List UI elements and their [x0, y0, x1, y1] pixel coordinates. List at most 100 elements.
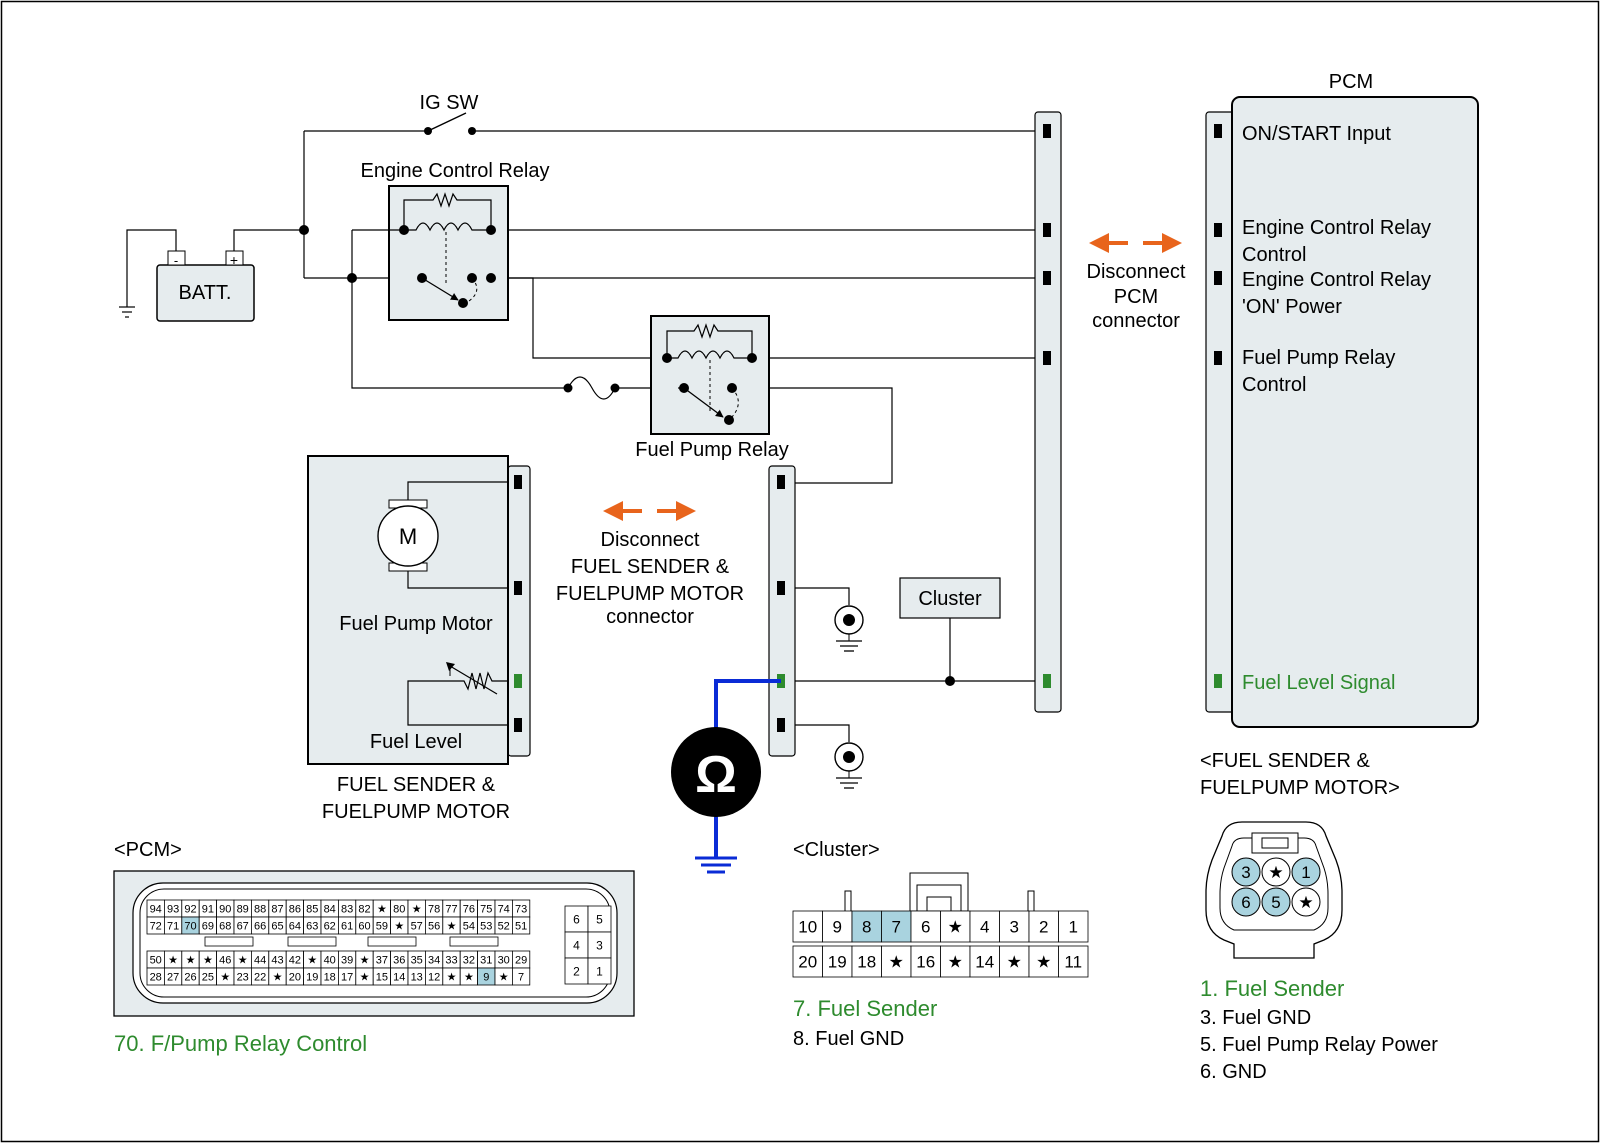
connector-pin-label: 11: [1064, 953, 1082, 972]
pcm-pin-ecr-control-line2: Control: [1242, 244, 1306, 266]
connector-key-slot: [204, 936, 254, 947]
connector-pin-label: 9: [483, 971, 489, 983]
connector-pin-label: 3: [596, 938, 603, 952]
connector-pin-label: 44: [254, 954, 266, 966]
connector-pin-label: ★: [360, 954, 370, 966]
connector-pin-label: 70: [184, 920, 196, 932]
connector-pin-label: 29: [515, 954, 527, 966]
disconnect-sender-line4: connector: [606, 606, 694, 628]
connector-pin-label: 39: [341, 954, 353, 966]
connector-pin-label: 69: [202, 920, 214, 932]
connector-pin-label: ★: [447, 920, 457, 932]
connector-pin-label: 16: [916, 953, 935, 972]
connector-pin-label: 18: [324, 971, 336, 983]
connector-pin-label: 84: [324, 903, 336, 915]
sender-connector-title-line1: <FUEL SENDER &: [1200, 750, 1371, 772]
connector-pin-label: 14: [393, 971, 405, 983]
connector-pin-label: 61: [341, 920, 353, 932]
connector-pin-label: ★: [360, 971, 370, 983]
ground-icon-2: [834, 742, 864, 789]
connector-pin-label: 1: [1301, 863, 1310, 882]
pcm-pin-fpr-control-line2: Control: [1242, 374, 1306, 396]
ohm-symbol: Ω: [695, 746, 737, 804]
connector-pin-label: ★: [1036, 953, 1051, 972]
fuel-pump-relay: Fuel Pump Relay: [635, 315, 789, 461]
wires: [233, 130, 1047, 742]
connector-pin-label: 5: [596, 912, 603, 926]
disconnect-pcm-line3: connector: [1092, 310, 1180, 332]
connector-pin-label: 93: [167, 903, 179, 915]
connector-pin-label: 26: [184, 971, 196, 983]
connector-pin-label: 19: [306, 971, 318, 983]
connector-pin-label: 35: [411, 954, 423, 966]
motor-icon: [377, 505, 439, 567]
connector-pin-label: ★: [238, 954, 248, 966]
connector-pin-label: ★: [499, 971, 509, 983]
connector-pin-label: 8: [862, 918, 871, 937]
connector-key-slot: [367, 936, 417, 947]
connector-pin-label: 7: [518, 971, 524, 983]
disconnect-sender-line3: FUELPUMP MOTOR: [556, 583, 744, 605]
connector-pin-label: 18: [857, 953, 876, 972]
sender-note-4: 6. GND: [1200, 1061, 1267, 1083]
connector-pin-label: ★: [186, 954, 196, 966]
connector-pin-label: 51: [515, 920, 527, 932]
sender-pin-cavity: [1261, 857, 1291, 887]
connector-pin-label: 90: [219, 903, 231, 915]
connector-pin-label: 54: [463, 920, 475, 932]
connector-pin-label: 59: [376, 920, 388, 932]
connector-pin-label: 12: [428, 971, 440, 983]
connector-pin-label: 27: [167, 971, 179, 983]
sender-pin-cavity: [1231, 857, 1261, 887]
pcm-label: PCM: [1329, 71, 1373, 93]
connector-key-slot: [449, 936, 499, 947]
connector-pin-label: 32: [463, 954, 475, 966]
connector-pin-label: ★: [203, 954, 213, 966]
cluster-box: Cluster: [899, 577, 1001, 619]
connector-pin-label: 20: [289, 971, 301, 983]
disconnect-pcm-line1: Disconnect: [1087, 261, 1186, 283]
connector-pin-label: 4: [573, 938, 580, 952]
connector-pin-label: 91: [202, 903, 214, 915]
connector-pin-label: 78: [428, 903, 440, 915]
connector-pin-label: 57: [411, 920, 423, 932]
connector-pin-label: ★: [948, 953, 963, 972]
connector-pin-label: 5: [1271, 893, 1280, 912]
cluster-note-2: 8. Fuel GND: [793, 1028, 904, 1050]
connector-pin-label: ★: [1268, 863, 1283, 882]
sender-pin-cavity: [1291, 887, 1321, 917]
connector-pin-label: 89: [237, 903, 249, 915]
connector-pin-label: 83: [341, 903, 353, 915]
connector-pin-label: 56: [428, 920, 440, 932]
pcm-harness-connector: [1034, 111, 1062, 713]
disconnect-sender-indicator: Disconnect FUEL SENDER & FUELPUMP MOTOR …: [556, 501, 744, 628]
connector-pin-label: 19: [828, 953, 847, 972]
connector-pin-label: 30: [498, 954, 510, 966]
battery-pos-label: +: [230, 252, 238, 268]
connector-pin-label: 6: [921, 918, 930, 937]
connector-pin-label: 10: [798, 918, 817, 937]
connector-pin-label: 20: [798, 953, 817, 972]
junction-dots: [299, 225, 955, 686]
motor-symbol: M: [399, 524, 417, 549]
connector-pin-label: 42: [289, 954, 301, 966]
connector-pin-label: 36: [393, 954, 405, 966]
connector-pin-label: 68: [219, 920, 231, 932]
connector-pin-label: 13: [411, 971, 423, 983]
connector-key-slot: [287, 936, 337, 947]
connector-pin-label: 82: [358, 903, 370, 915]
connector-pin-label: 43: [271, 954, 283, 966]
connector-pin-label: 88: [254, 903, 266, 915]
ohmmeter-icon: Ω: [671, 679, 781, 874]
connector-pin-label: 87: [271, 903, 283, 915]
sender-pin-cavity: [1231, 887, 1261, 917]
connector-pin-label: ★: [948, 918, 963, 937]
connector-pin-label: 60: [358, 920, 370, 932]
pcm-connector-note: 70. F/Pump Relay Control: [114, 1031, 367, 1056]
fuel-sender-module: M Fuel Pump Motor Fuel Level FUEL SENDER…: [307, 455, 531, 823]
connector-pin-label: 1: [596, 964, 603, 978]
